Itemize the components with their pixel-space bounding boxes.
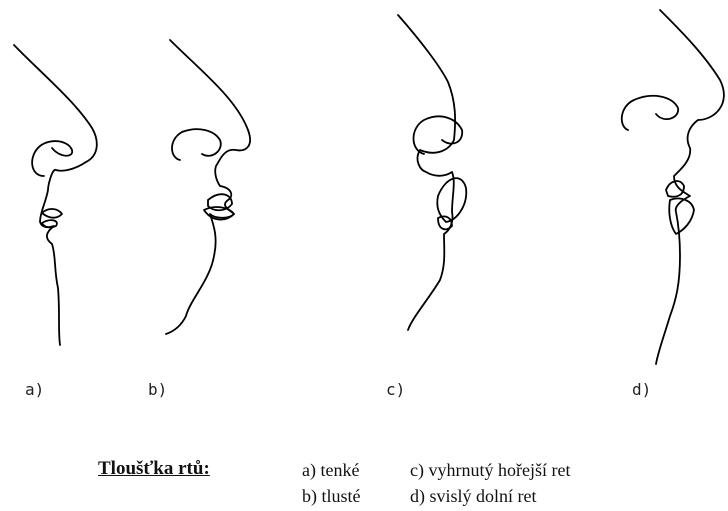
profile-d-nostril bbox=[622, 96, 678, 130]
legend-item-a: a) tenké bbox=[302, 460, 359, 481]
profile-a-lips bbox=[42, 209, 62, 227]
profile-b-lips bbox=[204, 194, 234, 219]
profile-c-everted-upper-lip bbox=[398, 15, 466, 330]
profile-d-face-line bbox=[656, 10, 724, 364]
profile-a-face-line bbox=[14, 45, 97, 345]
legend-item-b: b) tlusté bbox=[302, 486, 361, 507]
profile-label-d: d) bbox=[632, 380, 651, 399]
legend-item-d: d) svislý dolní ret bbox=[410, 486, 537, 507]
profile-label-a: a) bbox=[25, 380, 44, 399]
profile-b-nostril bbox=[172, 129, 221, 160]
profile-label-c: c) bbox=[386, 380, 405, 399]
profile-b-face-line bbox=[166, 40, 250, 334]
legend-item-c: c) vyhrnutý hořejší ret bbox=[410, 460, 570, 481]
profile-b-thick-lips bbox=[166, 40, 250, 334]
profile-a-thin-lips bbox=[14, 45, 97, 345]
profiles-illustration bbox=[0, 0, 728, 400]
profile-label-b: b) bbox=[148, 380, 167, 399]
profile-c-face-line bbox=[398, 15, 455, 330]
profile-d-vertical-lower-lip bbox=[622, 10, 724, 364]
legend-title: Tloušťka rtů: bbox=[98, 458, 210, 480]
